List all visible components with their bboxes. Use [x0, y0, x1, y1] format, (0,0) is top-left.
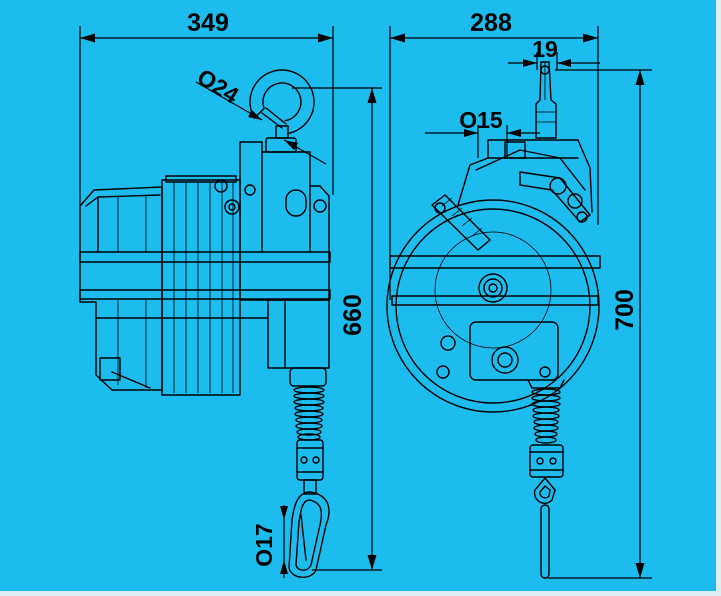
label-front-height: 700 — [611, 289, 639, 331]
side-housing-ribs — [117, 196, 147, 388]
dim-o15-arrow-left — [464, 129, 478, 137]
front-band-lower — [391, 295, 599, 306]
front-knob — [567, 193, 583, 209]
front-knob-left — [434, 202, 446, 214]
side-clip-hole — [312, 456, 320, 464]
dim-19-arrow-right — [557, 59, 571, 67]
side-spring — [293, 386, 325, 441]
front-top-box — [504, 141, 526, 159]
front-clip-hole — [536, 457, 544, 465]
side-hook-latch — [261, 107, 287, 129]
side-band-lower — [79, 289, 331, 300]
front-hub-middle — [483, 278, 503, 298]
front-lower-neck — [527, 379, 565, 389]
dim-o17-arrow-top — [280, 506, 288, 520]
side-hook-shank — [275, 125, 289, 139]
dim-19-extension — [536, 52, 558, 70]
side-clip-neck — [303, 479, 317, 495]
dim-o15-extension — [477, 125, 508, 158]
front-top-rod-detail — [536, 62, 556, 123]
dim-o24-arrow-far — [284, 140, 298, 150]
dim-288-arrow-right — [583, 33, 598, 43]
front-housing-inner — [395, 208, 591, 404]
dim-700-arrow-bottom — [635, 563, 645, 578]
front-bottom-hook-inner — [539, 485, 551, 499]
side-clip-lines — [296, 447, 324, 473]
front-drum-ring — [434, 231, 552, 349]
front-top-housing-inner — [475, 149, 586, 191]
side-hook-inner — [262, 82, 302, 122]
dim-700-arrow-top — [635, 70, 645, 85]
side-housing-edge — [85, 194, 161, 253]
front-lower-pulley — [491, 346, 519, 374]
front-housing-outer — [386, 199, 600, 413]
label-hook-width: 19 — [532, 36, 558, 62]
side-carabiner-outer — [288, 491, 330, 578]
dim-288-extension — [389, 26, 599, 300]
label-side-height: 660 — [339, 294, 367, 336]
side-drum-ribs — [173, 182, 234, 393]
front-bottom-hook — [533, 477, 556, 504]
front-spring — [531, 388, 561, 444]
side-knob-upper — [214, 179, 228, 193]
side-bracket-inner — [261, 151, 311, 253]
front-lower-block — [469, 321, 559, 381]
front-spring-coil — [535, 436, 557, 444]
front-bolt — [440, 335, 456, 351]
label-carabiner: O17 — [251, 523, 277, 566]
side-housing — [79, 186, 163, 391]
side-carabiner-inner — [295, 499, 323, 571]
front-clip-hole — [549, 457, 557, 465]
front-spring-arm — [431, 194, 491, 251]
side-housing-box — [99, 357, 121, 381]
side-bracket-slot — [285, 189, 307, 217]
side-view — [79, 69, 331, 578]
side-bottom-cylinder — [289, 367, 327, 387]
side-knob-bracket — [244, 184, 256, 196]
dimension-labels: 349 288 19 O15 O24 660 700 O17 — [187, 9, 639, 567]
front-view — [386, 61, 601, 579]
dim-660-arrow-bottom — [367, 555, 377, 570]
dim-349-arrow-right — [318, 33, 333, 43]
front-clip — [529, 444, 564, 478]
dim-349-extension — [79, 26, 334, 205]
dim-700-extension — [548, 69, 652, 579]
label-front-width: 288 — [470, 9, 512, 37]
front-hub-outer — [478, 273, 508, 303]
side-knob-large — [224, 199, 240, 215]
side-knob-right — [313, 199, 327, 213]
dim-288-arrow-left — [390, 33, 405, 43]
front-top-housing — [457, 139, 593, 213]
side-knob-large-center — [228, 203, 236, 211]
side-band-upper — [79, 251, 331, 263]
dim-660-arrow-top — [367, 88, 377, 103]
label-pin: O15 — [459, 107, 503, 133]
dim-349-arrow-left — [80, 33, 95, 43]
side-housing-chamfer — [111, 371, 151, 389]
side-carabiner-gate — [300, 514, 307, 561]
front-lower-pulley-center — [497, 352, 513, 368]
side-clip-hole — [300, 456, 308, 464]
dim-660-extension — [292, 87, 382, 571]
front-clip-lines — [529, 451, 564, 471]
label-side-width: 349 — [187, 9, 229, 37]
side-drum-cap — [165, 175, 237, 183]
front-knob — [549, 177, 567, 195]
side-spring-coil — [296, 428, 322, 436]
dim-o17-arrow-bottom — [280, 560, 288, 574]
front-bolt — [436, 365, 450, 379]
front-top-rod — [535, 61, 557, 139]
front-knob — [576, 211, 588, 223]
front-spring-arm-hatch — [441, 197, 483, 237]
front-bottom-rod — [540, 504, 550, 579]
dimension-lines — [79, 26, 652, 579]
side-hook-outer — [249, 69, 315, 135]
dim-o15-arrow-right — [507, 129, 521, 137]
front-top-eye — [540, 65, 550, 75]
dim-19-arrow-left — [523, 59, 537, 67]
front-bolt — [539, 366, 551, 378]
front-hub-center — [488, 283, 498, 293]
dim-o24-arrow — [248, 110, 262, 120]
